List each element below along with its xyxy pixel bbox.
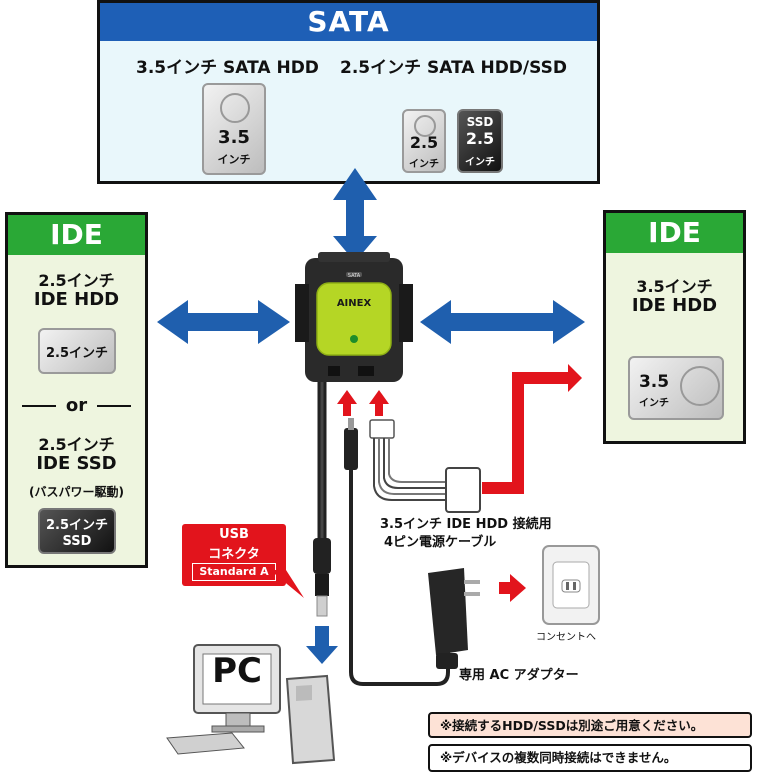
usb-callout-line1: USB <box>219 527 249 542</box>
adapter-device <box>295 252 413 382</box>
ide-left-ssd-label-2: IDE SSD <box>36 453 117 474</box>
usb-callout-pointer <box>270 570 304 598</box>
to-outlet-arrow <box>499 574 526 602</box>
ac-cable <box>349 470 450 686</box>
device-brand: AINEX <box>336 298 372 309</box>
outlet-icon <box>542 545 600 625</box>
ide-left-hdd-label-1: 2.5インチ <box>38 271 115 290</box>
usb-callout-line3: Standard A <box>192 563 276 581</box>
usb-to-pc-arrow <box>306 626 338 664</box>
sata-panel: SATA 3.5インチ SATA HDD 2.5インチ SATA HDD/SSD… <box>97 0 600 184</box>
ide-right-label-2: IDE HDD <box>631 295 718 316</box>
ide-left-hdd-label-2: IDE HDD <box>33 289 120 310</box>
pc-label: PC <box>212 651 262 691</box>
ide-right-title: IDE <box>606 213 743 253</box>
power-cable-label-1: 3.5インチ IDE HDD 接続用 <box>380 517 552 532</box>
usb-plug-body <box>313 538 331 574</box>
device-jumper-label: SATA <box>347 273 361 279</box>
usb-callout-line2: コネクタ <box>208 547 260 562</box>
ssd-25-icon: SSD 2.5 インチ <box>457 109 503 173</box>
ide-right-label-1: 3.5インチ <box>636 277 713 296</box>
pc-icon <box>166 644 336 765</box>
outlet-label: コンセントへ <box>536 632 596 643</box>
adapter-label: 専用 AC アダプター <box>459 668 579 683</box>
or-divider-right <box>97 405 131 407</box>
sata-25-label: 2.5インチ SATA HDD/SSD <box>340 58 567 78</box>
ide-right-hdd-icon: 3.5 インチ <box>628 356 724 420</box>
power-cable-label-2: 4ピン電源ケーブル <box>384 535 497 550</box>
or-label: or <box>65 395 88 416</box>
usb-callout: USB コネクタ Standard A <box>182 524 286 586</box>
ide-left-ssd-note: (バスパワー駆動) <box>29 485 124 499</box>
ide-left-arrow <box>157 300 290 344</box>
sata-35-label: 3.5インチ SATA HDD <box>136 58 319 78</box>
power-to-ide-arrow <box>482 364 582 494</box>
note-drive-not-included: ※接続するHDD/SSDは別途ご用意ください。 <box>428 712 752 738</box>
sata-arrow <box>333 168 377 262</box>
ide-left-ssd-label-1: 2.5インチ <box>38 435 115 454</box>
ide-right-arrow <box>420 300 585 344</box>
power-up-arrows <box>337 390 389 416</box>
ide-left-hdd-icon: 2.5インチ <box>38 328 116 374</box>
or-divider-left <box>22 405 56 407</box>
sata-title: SATA <box>100 3 597 41</box>
ide-left-ssd-icon: 2.5インチ SSD <box>38 508 116 554</box>
hdd-25-icon: 2.5 インチ <box>402 109 446 173</box>
power-cable-4pin <box>369 419 481 513</box>
ac-adapter <box>428 568 480 669</box>
ide-right-panel: IDE 3.5インチ IDE HDD 3.5 インチ <box>603 210 746 444</box>
dc-jack <box>344 428 358 470</box>
ide-left-panel: IDE 2.5インチ IDE HDD 2.5インチ or 2.5インチ IDE … <box>5 212 148 568</box>
hdd-35-icon: 3.5 インチ <box>202 83 266 175</box>
ide-left-title: IDE <box>8 215 145 255</box>
note-single-device: ※デバイスの複数同時接続はできません。 <box>428 744 752 772</box>
